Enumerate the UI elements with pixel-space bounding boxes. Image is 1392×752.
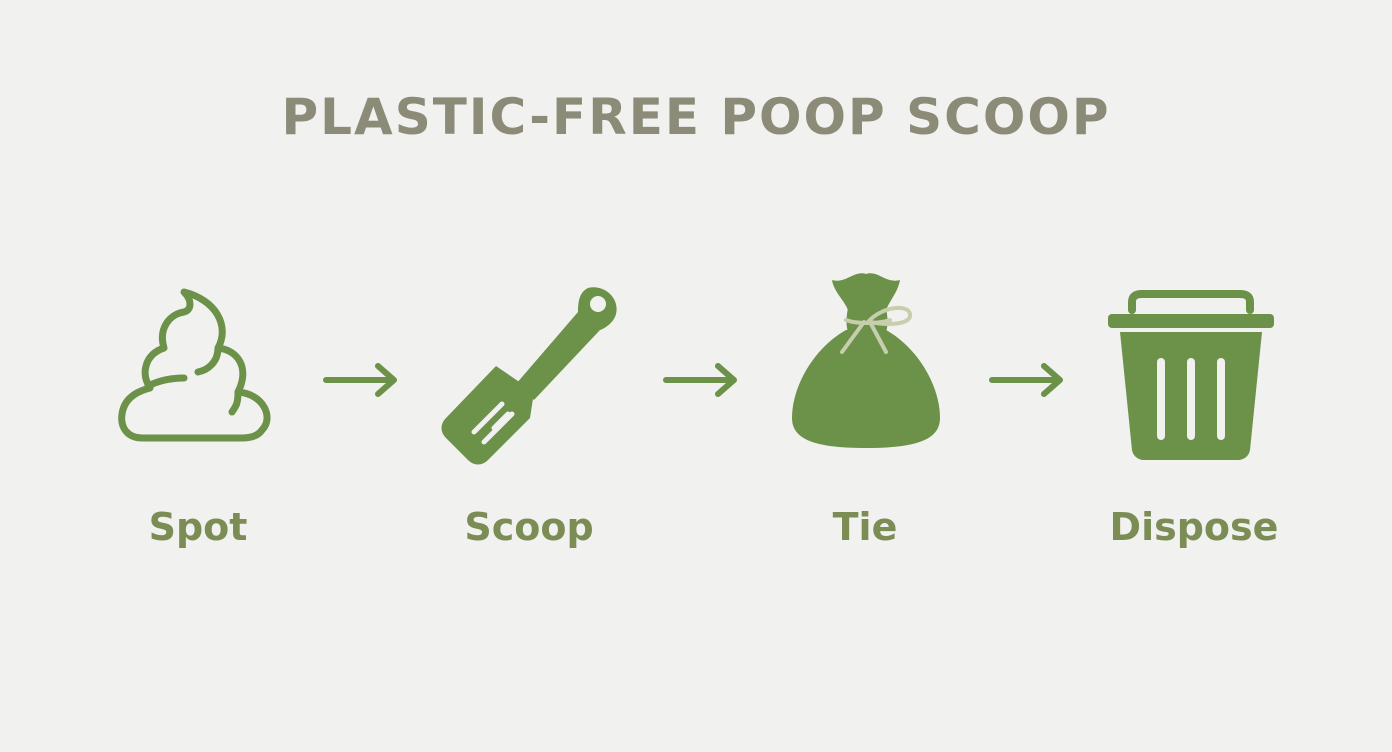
step-label-spot: Spot <box>148 505 248 549</box>
arrow-right-icon <box>323 363 397 397</box>
poop-outline-icon <box>118 288 271 442</box>
page-title: PLASTIC-FREE POOP SCOOP <box>281 88 1111 146</box>
scoop-icon <box>441 287 617 465</box>
step-label-tie: Tie <box>832 505 898 549</box>
step-label-scoop: Scoop <box>464 505 594 549</box>
trash-bin-icon <box>1108 290 1274 460</box>
arrow-right-icon <box>663 363 737 397</box>
arrow-right-icon <box>989 363 1063 397</box>
tied-bag-icon <box>792 273 940 448</box>
step-label-dispose: Dispose <box>1109 505 1279 549</box>
